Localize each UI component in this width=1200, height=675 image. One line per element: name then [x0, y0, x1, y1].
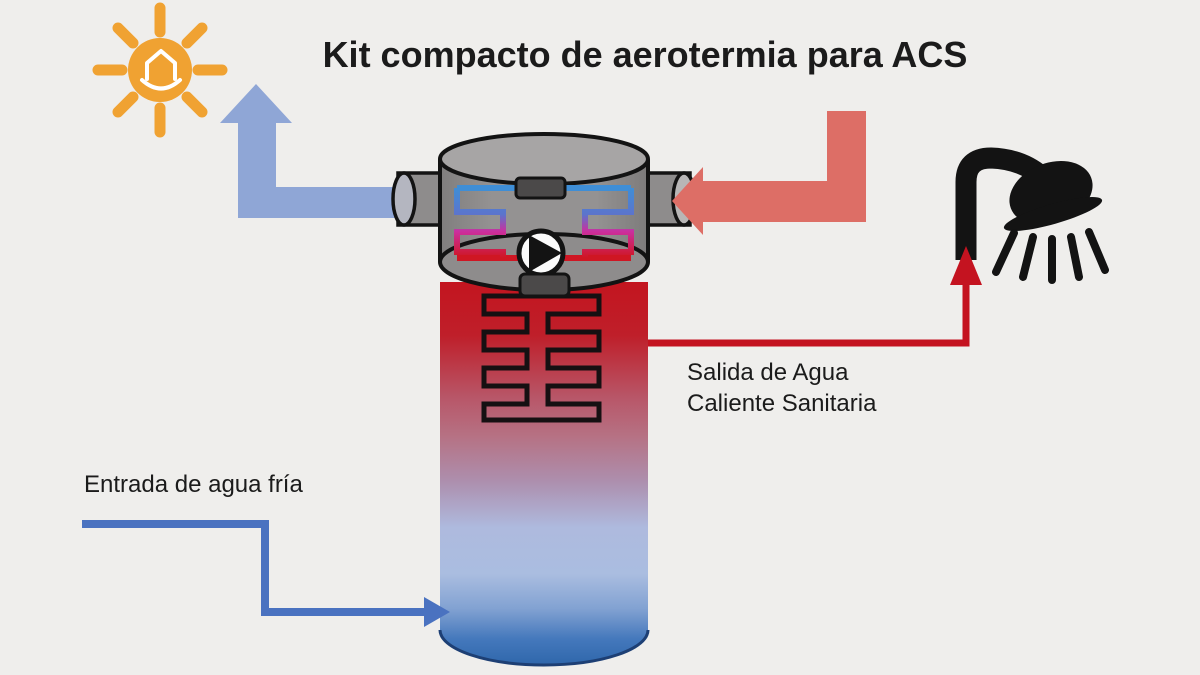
tank-bottom-outline	[438, 629, 650, 667]
shower-pipe	[955, 147, 1048, 260]
hot-water-outlet-label: Salida de Agua Caliente Sanitaria	[687, 357, 876, 419]
sun-icon	[92, 2, 228, 138]
left-air-port-cap	[391, 171, 417, 227]
hot-water-tank	[438, 282, 650, 667]
unit-side-outlines	[438, 159, 650, 262]
hot-water-outlet-pipe	[648, 246, 982, 347]
cold-water-inlet-label: Entrada de agua fría	[84, 471, 303, 498]
warm-air-inlet-arrow	[672, 111, 866, 235]
refrigerant-circuit	[454, 176, 634, 298]
hot-water-outlet-label-line1: Salida de Agua	[687, 359, 849, 386]
sun-disc	[128, 38, 192, 102]
condenser-coil	[481, 293, 602, 423]
sun-rays	[92, 2, 228, 138]
smile-arc	[140, 78, 182, 91]
right-exchanger-coil	[582, 188, 634, 258]
shower-head-rim	[1003, 196, 1103, 232]
hot-water-outlet-label-line2: Caliente Sanitaria	[687, 390, 877, 417]
cool-air-outlet-arrow	[220, 84, 410, 218]
left-exchanger-coil	[454, 188, 506, 258]
cold-water-inlet-pipe	[82, 520, 450, 627]
hot-water-pipe-line	[648, 284, 970, 347]
heat-pump-unit	[391, 132, 697, 298]
cold-water-pipe-line	[82, 520, 426, 616]
cold-water-arrowhead	[424, 597, 450, 627]
shower-icon	[955, 147, 1109, 284]
pump-triangle-icon	[529, 235, 562, 272]
hot-water-arrowhead	[950, 246, 982, 285]
shower-spray-lines	[992, 228, 1109, 284]
page-title: Kit compacto de aerotermia para ACS	[322, 34, 968, 75]
compressor-block-bottom	[518, 272, 571, 298]
compressor-block-top	[514, 176, 567, 200]
tank-body	[440, 282, 648, 665]
house-outline-icon	[145, 49, 177, 81]
